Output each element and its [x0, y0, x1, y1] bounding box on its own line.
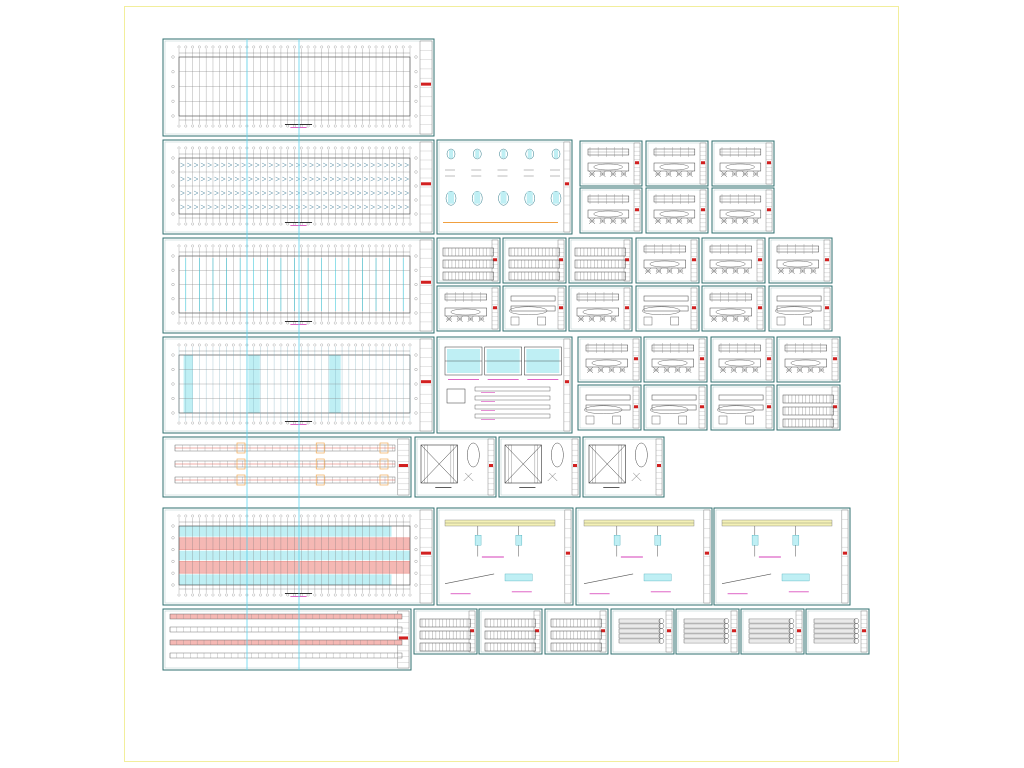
sheet-schedule-detail-2[interactable] — [675, 608, 740, 655]
title-block-icon — [623, 239, 631, 282]
title-block-icon — [655, 438, 663, 496]
title-block-icon — [533, 610, 541, 653]
sheet-bracing-detail-3[interactable] — [582, 436, 665, 498]
sheet-purlin-detail-3[interactable] — [768, 237, 833, 284]
title-block-icon — [491, 287, 499, 330]
sheet-connection-detail-1[interactable] — [436, 507, 574, 606]
title-block-icon — [831, 338, 839, 381]
title-block-icon — [795, 610, 803, 653]
sheet-elevation-01[interactable] — [162, 436, 412, 498]
title-block-icon — [841, 509, 849, 604]
sheet-schedule-detail-1[interactable] — [610, 608, 675, 655]
title-block-icon — [563, 141, 571, 233]
sheet-connection-detail-3[interactable] — [713, 507, 851, 606]
sheet-bracket-detail-2[interactable] — [643, 384, 708, 431]
sheet-bracket-detail-4[interactable] — [776, 384, 841, 431]
sheet-beam-detail-4[interactable] — [579, 187, 643, 234]
sheet-truss-detail-3[interactable] — [544, 608, 609, 655]
title-block-icon — [557, 239, 565, 282]
sheet-frame-detail-2[interactable] — [643, 336, 708, 383]
title-block-icon — [632, 338, 640, 381]
title-block-icon — [571, 438, 579, 496]
sheet-purlin-detail-1[interactable] — [635, 237, 700, 284]
title-block-icon — [699, 142, 707, 185]
sheet-plan-04[interactable] — [162, 336, 435, 434]
title-block-icon — [698, 386, 706, 429]
sheet-elevation-02[interactable] — [162, 608, 412, 671]
sheet-plan-01[interactable] — [162, 38, 435, 137]
sheet-section-details[interactable] — [436, 336, 573, 434]
sheet-stair-detail-3[interactable] — [568, 237, 633, 284]
sheet-truss-detail-1[interactable] — [413, 608, 478, 655]
title-block-icon — [468, 610, 476, 653]
drawing-page-frame — [124, 6, 899, 762]
title-block-icon — [419, 40, 433, 135]
title-block-icon — [419, 338, 433, 432]
title-block-icon — [703, 509, 711, 604]
sheet-schedule-detail-4[interactable] — [805, 608, 870, 655]
sheet-bracing-detail-2[interactable] — [498, 436, 581, 498]
title-block-icon — [690, 287, 698, 330]
sheet-column-details[interactable] — [436, 139, 573, 235]
sheet-plan-02[interactable] — [162, 139, 435, 235]
sheet-bracket-detail-3[interactable] — [710, 384, 775, 431]
sheet-rafter-detail-6[interactable] — [768, 285, 833, 332]
title-block-icon — [397, 610, 410, 669]
title-block-icon — [599, 610, 607, 653]
sheet-connection-detail-2[interactable] — [575, 507, 713, 606]
title-block-icon — [765, 386, 773, 429]
sheet-stair-detail-2[interactable] — [502, 237, 567, 284]
title-block-icon — [765, 142, 773, 185]
sheet-bracket-detail-1[interactable] — [577, 384, 642, 431]
title-block-icon — [823, 287, 831, 330]
title-block-icon — [698, 338, 706, 381]
title-block-icon — [419, 239, 433, 332]
sheet-truss-detail-2[interactable] — [478, 608, 543, 655]
sheet-beam-detail-6[interactable] — [711, 187, 775, 234]
title-block-icon — [633, 189, 641, 232]
title-block-icon — [690, 239, 698, 282]
title-block-icon — [699, 189, 707, 232]
title-block-icon — [765, 189, 773, 232]
sheet-rafter-detail-3[interactable] — [568, 285, 633, 332]
title-block-icon — [831, 386, 839, 429]
title-block-icon — [419, 509, 433, 604]
sheet-stair-detail-1[interactable] — [436, 237, 501, 284]
title-block-icon — [756, 239, 764, 282]
title-block-icon — [823, 239, 831, 282]
sheet-frame-detail-4[interactable] — [776, 336, 841, 383]
sheet-beam-detail-2[interactable] — [645, 140, 709, 187]
sheet-purlin-detail-2[interactable] — [701, 237, 766, 284]
sheet-rafter-detail-2[interactable] — [502, 285, 567, 332]
title-block-icon — [397, 438, 410, 496]
title-block-icon — [563, 338, 571, 432]
sheet-frame-detail-1[interactable] — [577, 336, 642, 383]
sheet-rafter-detail-1[interactable] — [436, 285, 501, 332]
sheet-beam-detail-3[interactable] — [711, 140, 775, 187]
title-block-icon — [564, 509, 572, 604]
title-block-icon — [623, 287, 631, 330]
title-block-icon — [730, 610, 738, 653]
title-block-icon — [487, 438, 495, 496]
title-block-icon — [765, 338, 773, 381]
guide-lines — [246, 39, 300, 670]
sheet-rafter-detail-5[interactable] — [701, 285, 766, 332]
title-block-icon — [860, 610, 868, 653]
sheet-beam-detail-1[interactable] — [579, 140, 643, 187]
title-block-icon — [633, 142, 641, 185]
title-block-icon — [756, 287, 764, 330]
title-block-icon — [419, 141, 433, 233]
sheet-beam-detail-5[interactable] — [645, 187, 709, 234]
sheet-bracing-detail-1[interactable] — [414, 436, 497, 498]
title-block-icon — [632, 386, 640, 429]
sheet-rafter-detail-4[interactable] — [635, 285, 700, 332]
sheet-schedule-detail-3[interactable] — [740, 608, 805, 655]
sheet-frame-detail-3[interactable] — [710, 336, 775, 383]
sheet-roof-plan[interactable] — [162, 507, 435, 606]
title-block-icon — [557, 287, 565, 330]
title-block-icon — [665, 610, 673, 653]
sheet-plan-03[interactable] — [162, 237, 435, 334]
title-block-icon — [491, 239, 499, 282]
